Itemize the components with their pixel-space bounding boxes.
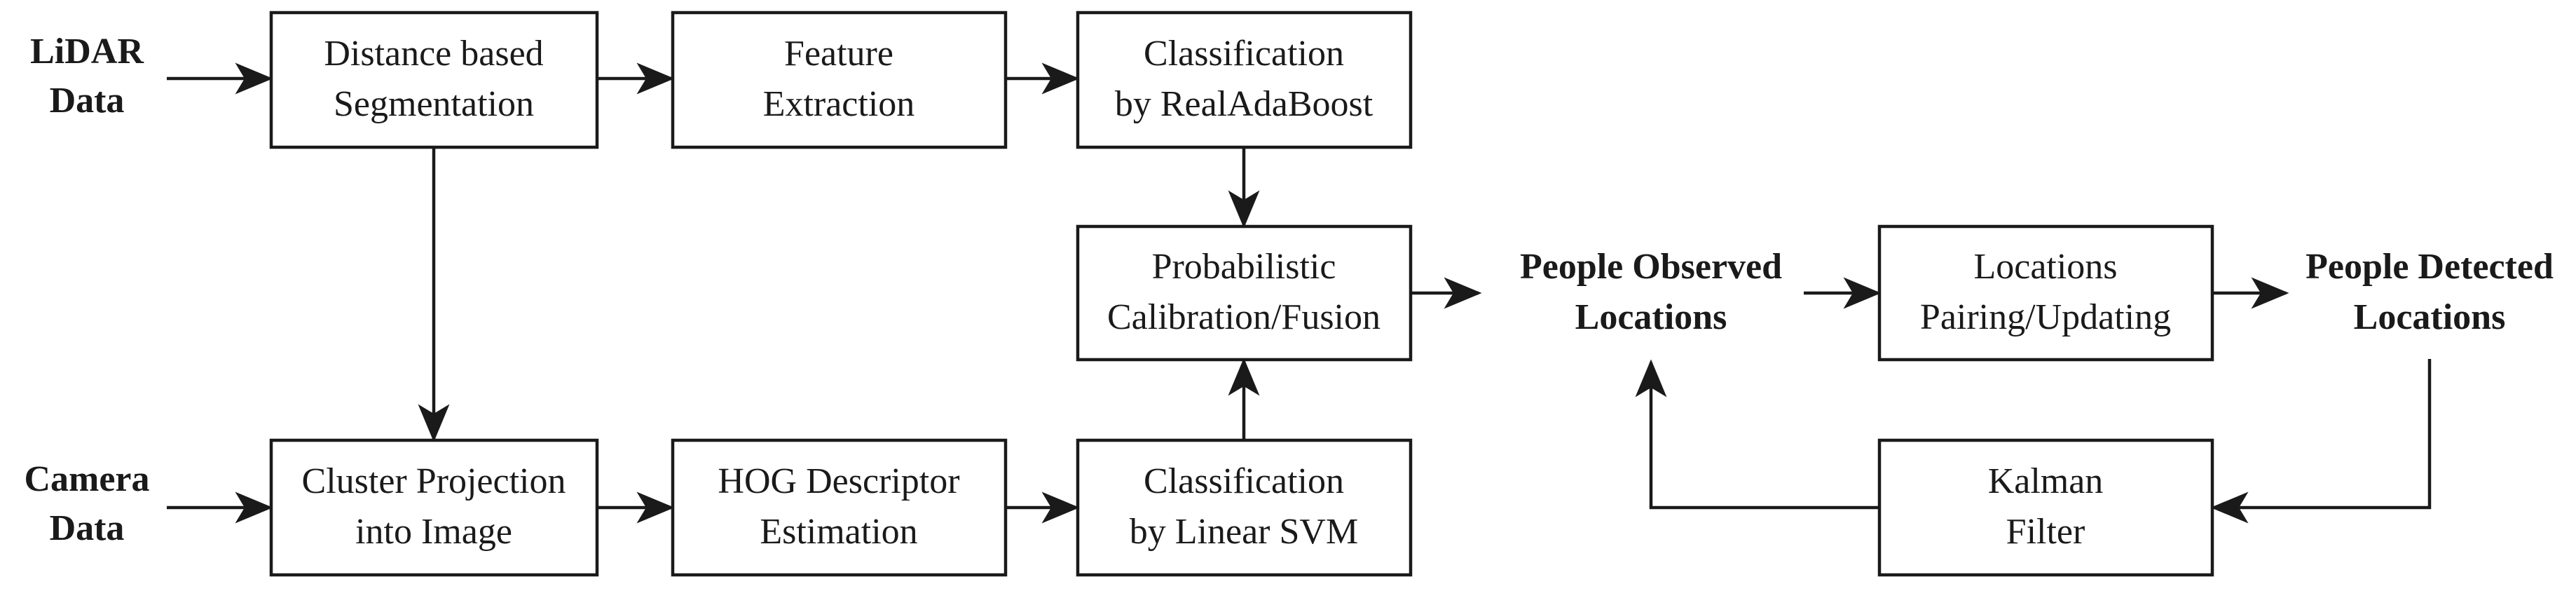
camera-data-line1: Camera — [24, 459, 149, 499]
people-detected-line1: People Detected — [2306, 247, 2554, 287]
feature-extraction-line2: Extraction — [763, 84, 915, 124]
feature-extraction-box: Feature Extraction — [671, 11, 1008, 149]
hog-descriptor-line2: Estimation — [760, 512, 917, 552]
classification-realadaboost-line2: by RealAdaBoost — [1115, 84, 1373, 124]
locations-pairing-box: Locations Pairing/Updating — [1877, 224, 2214, 362]
hog-descriptor-box: HOG Descriptor Estimation — [671, 438, 1008, 577]
locations-pairing-line1: Locations — [1973, 247, 2117, 287]
classification-realadaboost-line1: Classification — [1144, 34, 1344, 74]
lidar-data-label: LiDAR Data — [30, 32, 144, 121]
arrow-detected-to-kalman — [2210, 359, 2432, 524]
camera-data-line2: Data — [50, 508, 125, 548]
people-detected-line2: Locations — [2354, 297, 2506, 337]
arrow-kalman-to-observed — [1635, 359, 1879, 510]
kalman-filter-line2: Filter — [2006, 512, 2085, 552]
classification-svm-box: Classification by Linear SVM — [1076, 438, 1413, 577]
classification-svm-line2: by Linear SVM — [1130, 512, 1358, 552]
classification-realadaboost-box: Classification by RealAdaBoost — [1076, 11, 1413, 149]
probabilistic-fusion-line2: Calibration/Fusion — [1107, 297, 1381, 337]
cluster-projection-line1: Cluster Projection — [302, 461, 566, 501]
classification-svm-line1: Classification — [1144, 461, 1344, 501]
lidar-data-line2: Data — [50, 81, 125, 121]
lidar-data-line1: LiDAR — [30, 32, 144, 72]
cluster-projection-box: Cluster Projection into Image — [269, 438, 599, 577]
people-observed-label: People Observed Locations — [1520, 247, 1782, 337]
people-detected-label: People Detected Locations — [2306, 247, 2554, 337]
probabilistic-fusion-box: Probabilistic Calibration/Fusion — [1076, 224, 1413, 362]
hog-descriptor-line1: HOG Descriptor — [718, 461, 959, 501]
distance-segmentation-line1: Distance based — [324, 34, 543, 74]
cluster-projection-line2: into Image — [355, 512, 512, 552]
distance-segmentation-box: Distance based Segmentation — [269, 11, 599, 149]
kalman-filter-line1: Kalman — [1988, 461, 2104, 501]
people-observed-line2: Locations — [1575, 297, 1727, 337]
locations-pairing-line2: Pairing/Updating — [1920, 297, 2171, 337]
kalman-filter-box: Kalman Filter — [1877, 438, 2214, 577]
probabilistic-fusion-line1: Probabilistic — [1152, 247, 1336, 287]
distance-segmentation-line2: Segmentation — [334, 84, 534, 124]
feature-extraction-line1: Feature — [784, 34, 893, 74]
people-observed-line1: People Observed — [1520, 247, 1782, 287]
camera-data-label: Camera Data — [24, 459, 149, 548]
